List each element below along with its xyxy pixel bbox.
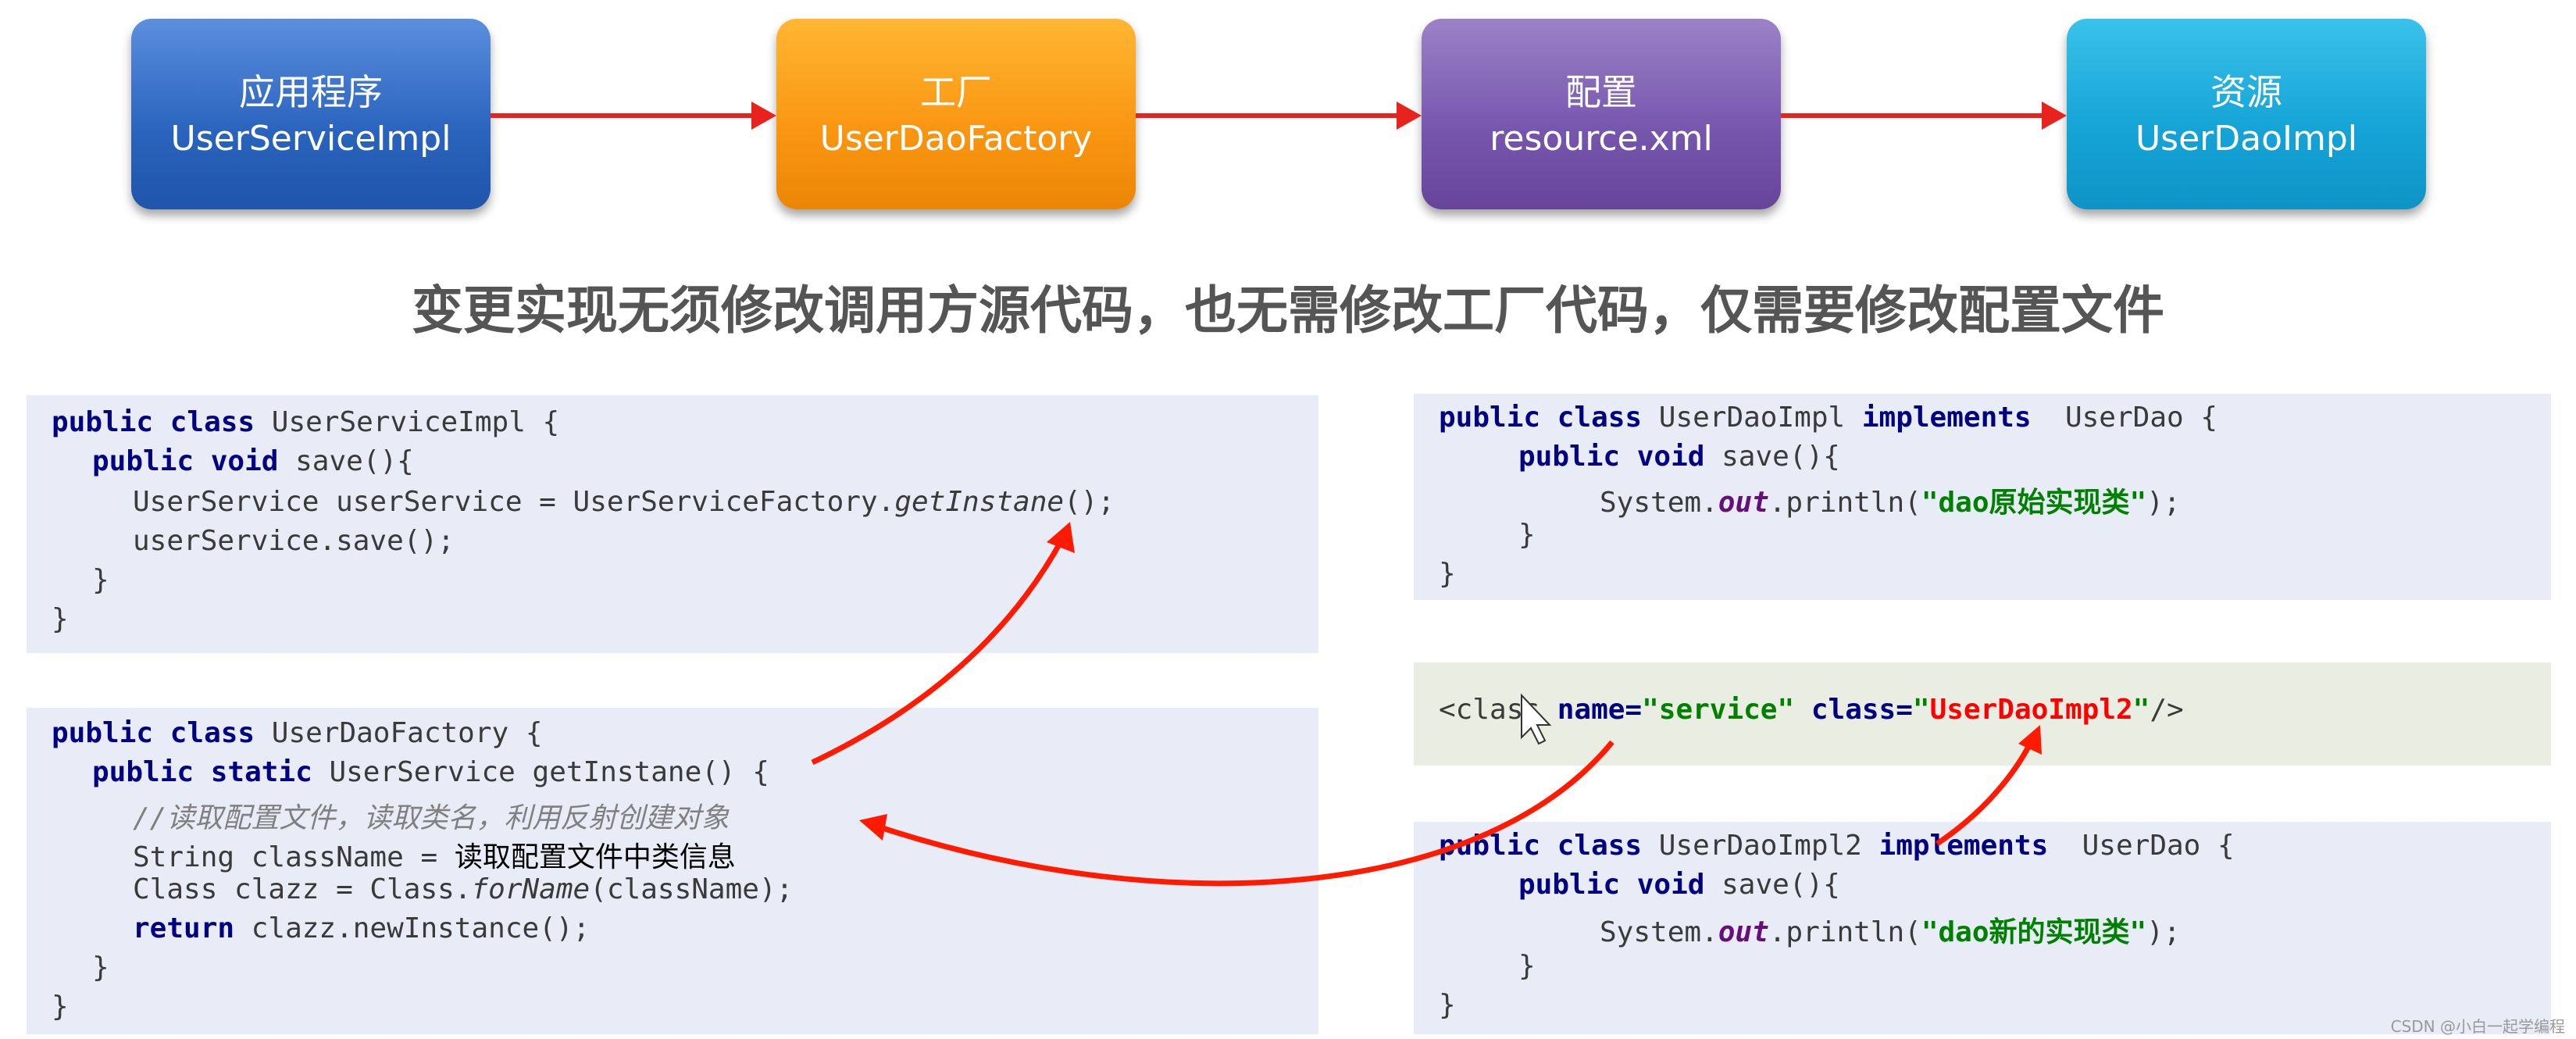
code-panel-service-impl: public class UserServiceImpl { public vo… xyxy=(27,395,1318,653)
curve-arrow-impl2-to-xml xyxy=(1936,725,2042,846)
flow-box-config: 配置 resource.xml xyxy=(1422,19,1781,209)
flow-box-app-subtitle: UserServiceImpl xyxy=(170,119,451,159)
flow-arrow-config-to-resource xyxy=(1781,102,2067,130)
mouse-cursor-icon xyxy=(1521,693,1552,745)
flow-box-resource: 资源 UserDaoImpl xyxy=(2067,19,2426,209)
code-line: public static UserService getInstane() { xyxy=(92,756,769,788)
code-line: } xyxy=(52,603,69,635)
code-line: System.out.println("dao原始实现类"); xyxy=(1600,487,2181,519)
code-line: public class UserDaoImpl implements User… xyxy=(1439,402,2218,434)
code-line: Class clazz = Class.forName(className); xyxy=(133,873,794,905)
flow-box-app-title: 应用程序 xyxy=(239,71,383,113)
curve-arrow-xml-to-factory xyxy=(859,740,1614,887)
code-line: userService.save(); xyxy=(133,525,455,557)
code-line: } xyxy=(1518,950,1536,982)
code-line: System.out.println("dao新的实现类"); xyxy=(1600,916,2181,948)
code-line: } xyxy=(52,991,69,1023)
code-line: } xyxy=(1518,519,1536,551)
flow-box-config-title: 配置 xyxy=(1565,71,1637,113)
code-panel-dao-impl2: public class UserDaoImpl2 implements Use… xyxy=(1414,822,2551,1034)
code-line: public class UserServiceImpl { xyxy=(52,406,560,438)
flow-box-factory: 工厂 UserDaoFactory xyxy=(776,19,1136,209)
code-line: UserService userService = UserServiceFac… xyxy=(133,486,1115,518)
code-line: } xyxy=(92,952,109,984)
code-comment: //读取配置文件，读取类名，利用反射创建对象 xyxy=(133,802,730,834)
flow-box-app: 应用程序 UserServiceImpl xyxy=(131,19,491,209)
code-line: } xyxy=(1439,989,1456,1021)
code-line: return clazz.newInstance(); xyxy=(133,912,590,944)
code-line: public void save(){ xyxy=(1518,869,1840,901)
headline: 变更实现无须修改调用方源代码，也无需修改工厂代码，仅需要修改配置文件 xyxy=(412,280,2164,341)
flow-box-config-subtitle: resource.xml xyxy=(1490,119,1713,159)
code-line: public void save(){ xyxy=(1518,441,1840,473)
code-line: public void save(){ xyxy=(92,445,414,477)
flow-arrow-app-to-factory xyxy=(491,102,776,130)
curve-arrow-factory-to-service xyxy=(811,522,1075,766)
code-panel-dao-impl: public class UserDaoImpl implements User… xyxy=(1414,394,2551,600)
code-line: } xyxy=(1439,558,1456,590)
code-line: public class UserDaoFactory { xyxy=(52,717,543,749)
code-line: String className = 读取配置文件中类信息 xyxy=(133,841,736,873)
flow-arrow-factory-to-config xyxy=(1136,102,1422,130)
code-line: } xyxy=(92,564,109,596)
flow-box-factory-subtitle: UserDaoFactory xyxy=(819,119,1093,159)
flow-box-factory-title: 工厂 xyxy=(920,71,992,113)
watermark: CSDN @小白一起学编程 xyxy=(2390,1017,2565,1036)
flow-box-resource-subtitle: UserDaoImpl xyxy=(2135,119,2358,159)
flow-box-resource-title: 资源 xyxy=(2210,71,2282,113)
code-panel-dao-factory: public class UserDaoFactory { public sta… xyxy=(27,708,1318,1034)
